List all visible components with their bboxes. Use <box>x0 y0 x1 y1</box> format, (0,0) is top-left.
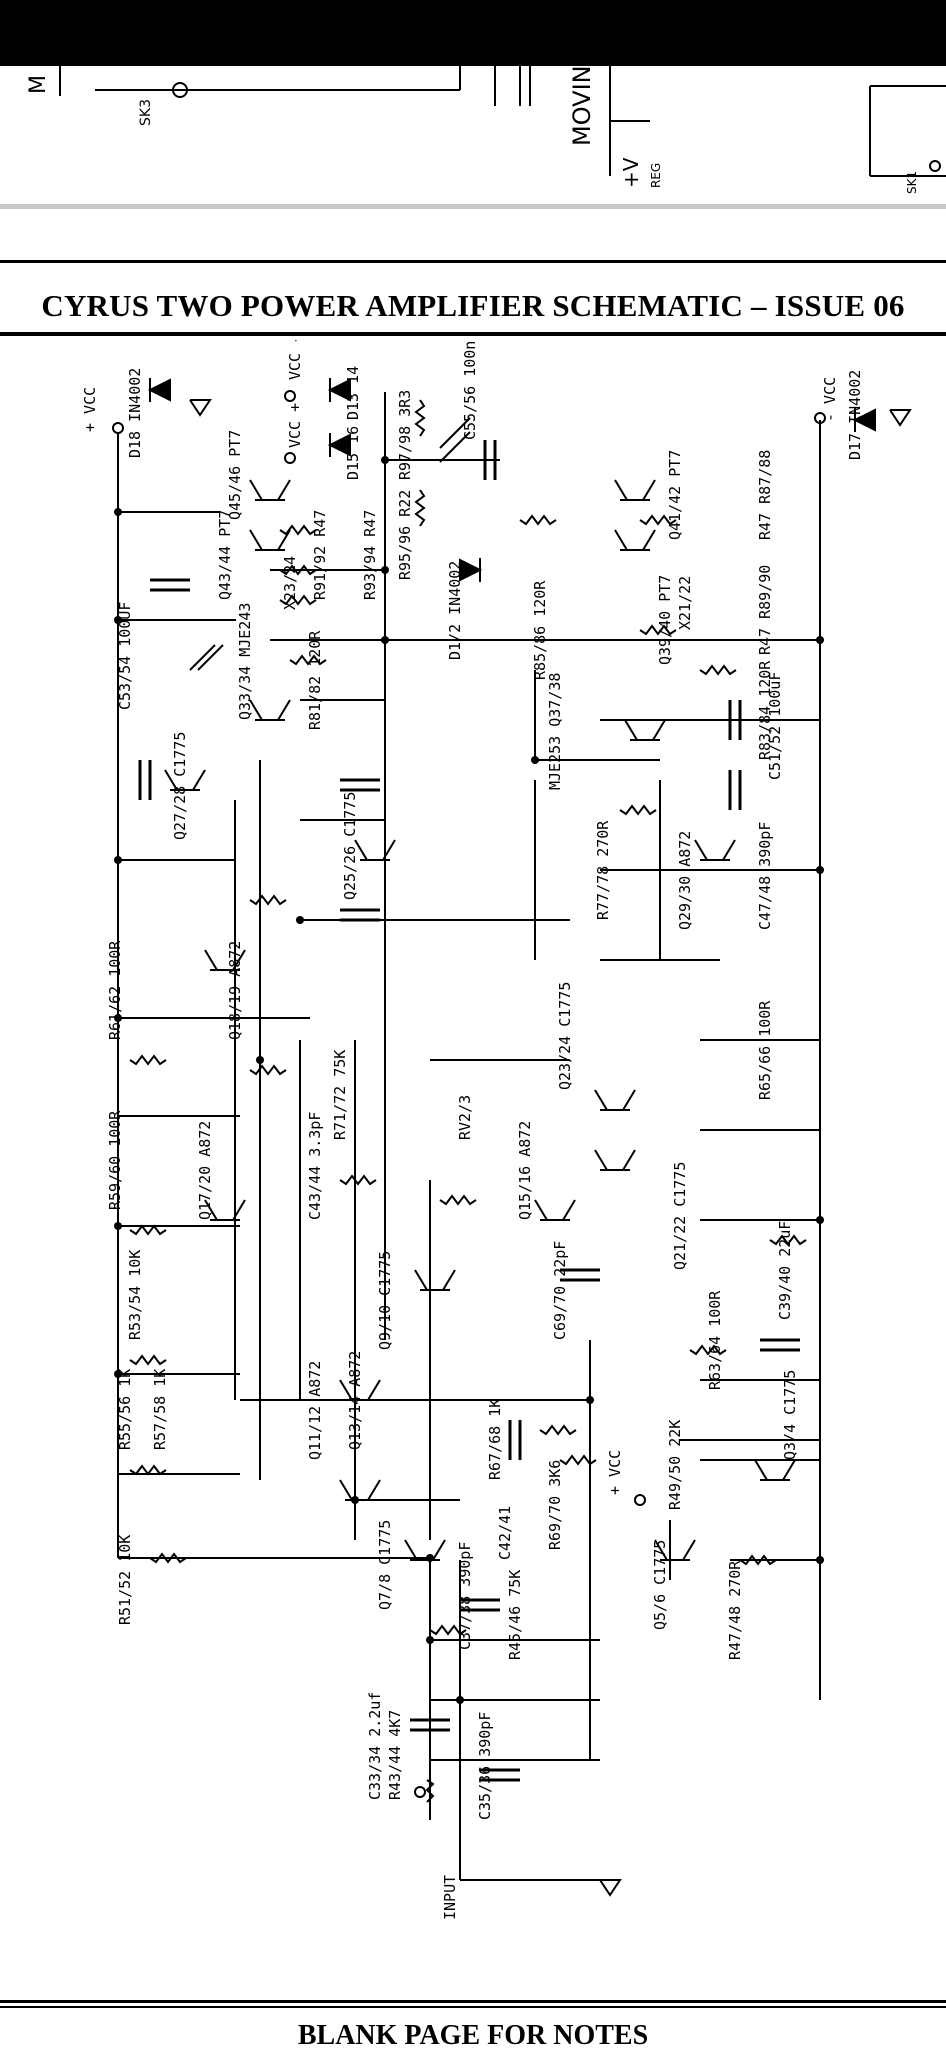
prev-label-reg: REG <box>649 163 663 188</box>
transistor-q3-4: Q3/4 C1775 <box>781 1370 799 1460</box>
capacitor-c55-56: C55/56 100nF <box>461 340 479 440</box>
resistor-r87-88: R47 R87/88 <box>756 450 774 540</box>
resistor-r57-58: R57/58 1K <box>151 1369 169 1450</box>
resistor-r71-72: R71/72 75K <box>331 1050 349 1140</box>
resistor-r95-96: R95/96 R22 <box>396 490 414 580</box>
capacitor-c39-40: C39/40 22uF <box>776 1221 794 1320</box>
resistor-r55-56: R55/56 1K <box>116 1369 134 1450</box>
transistor-q9-10: Q9/10 C1775 <box>376 1251 394 1350</box>
capacitor-c35-36: C35/36 390pF <box>476 1712 494 1820</box>
capacitor-c51-52: C51/52 100uF <box>766 672 784 780</box>
title-bottom-rule <box>0 332 946 336</box>
transistor-q18-19: Q18/19 A872 <box>226 941 244 1040</box>
diode-d1-2: D1/2 IN4002 <box>446 561 464 660</box>
capacitor-c69-70: C69/70 22pF <box>551 1241 569 1340</box>
resistor-rv2-3: RV2/3 <box>456 1095 474 1140</box>
resistor-r77-78: R77/78 270R <box>594 820 612 920</box>
resistor-r61-62: R61/62 100R <box>106 940 124 1040</box>
page-title: CYRUS TWO POWER AMPLIFIER SCHEMATIC – IS… <box>41 288 905 323</box>
resistor-r83-84: R83/84 120R <box>756 660 774 760</box>
transistor-q29-30: Q29/30 A872 <box>676 831 694 930</box>
prev-label-vreg: +V <box>619 157 643 188</box>
capacitor-c53-54: C53/54 100UF <box>116 602 134 710</box>
capacitor-c47-48: C47/48 390pF <box>756 822 774 930</box>
transistor-q17-20: Q17/20 A872 <box>196 1121 214 1220</box>
transistor-q21-22: Q21/22 C1775 <box>671 1162 689 1270</box>
input-label: INPUT <box>441 1875 459 1920</box>
prev-label-m: M <box>26 75 51 94</box>
resistor-symbols <box>129 399 807 1803</box>
transistor-q15-16: Q15/16 A872 <box>516 1121 534 1220</box>
resistor-x23-24: X23/24 <box>281 556 299 610</box>
diode-d18: D18 IN4002 <box>126 368 144 458</box>
transistor-q45-46: Q45/46 PT7 <box>226 430 244 520</box>
transistor-q23-24: Q23/24 C1775 <box>556 982 574 1090</box>
capacitor-c43-44: C43/44 3.3pF <box>306 1112 324 1220</box>
resistor-r49-50: R49/50 22K <box>666 1420 684 1510</box>
prev-label-movin: MOVIN <box>568 66 596 146</box>
schematic-labels: + VCC - VCC VCC - VCC + + VCC D18 IN4002… <box>81 340 864 1920</box>
transistor-q11-12: Q11/12 A872 <box>306 1361 324 1460</box>
diode-d15: D15 16 <box>344 426 362 480</box>
previous-page-fragment: M SK3 MOVIN +V REG SK1 <box>0 66 946 208</box>
resistor-r97-98: R97/98 3R3 <box>396 390 414 480</box>
capacitor-symbols <box>138 440 800 1782</box>
transistor-q5-6: Q5/6 C1775 <box>651 1540 669 1630</box>
diode-d13: D13 14 <box>344 366 362 420</box>
resistor-x21-22: X21/22 <box>676 576 694 630</box>
prev-label-sk3: SK3 <box>138 99 154 126</box>
transistor-q27-28: Q27/28 C1775 <box>171 732 189 840</box>
amplifier-schematic: + VCC - VCC VCC - VCC + + VCC D18 IN4002… <box>81 340 912 1920</box>
diode-d17: D17 IN4002 <box>846 370 864 460</box>
diode-symbols <box>147 378 876 582</box>
transistor-q13-14: Q13/14 A872 <box>346 1351 364 1450</box>
capacitor-c42-41: C42/41 <box>496 1506 514 1560</box>
resistor-r93-94: R93/94 R47 <box>361 510 379 600</box>
transistor-q43-44: Q43/44 PT7 <box>216 510 234 600</box>
page-separator <box>0 204 946 209</box>
label-neg-vcc: - VCC <box>821 377 839 422</box>
transistor-symbols <box>164 479 796 1561</box>
resistor-r43-44: R43/44 4K7 <box>386 1710 404 1800</box>
label-vcc-minus: VCC - <box>286 340 304 380</box>
title-top-rule <box>0 260 946 263</box>
resistor-r81-82: R81/82 120R <box>306 630 324 730</box>
resistor-r89-90: R47 R89/90 <box>756 565 774 655</box>
top-black-bar <box>0 0 946 66</box>
footer-top-rule-2 <box>0 2006 946 2008</box>
footer-top-rule <box>0 2000 946 2003</box>
label-vcc-plus: VCC + <box>286 403 304 448</box>
resistor-r65-66: R65/66 100R <box>756 1000 774 1100</box>
capacitor-c37-38: C37/38 390pF <box>456 1542 474 1650</box>
resistor-r85-86: R85/86 120R <box>531 580 549 680</box>
resistor-r59-60: R59/60 100R <box>106 1110 124 1210</box>
transistor-q39-40: Q39/40 PT7 <box>656 575 674 665</box>
resistor-r47-48: R47/48 270R <box>726 1560 744 1660</box>
transistor-q25-26: Q25/26 C1775 <box>341 792 359 900</box>
transistor-q37-38: MJE253 Q37/38 <box>546 673 564 790</box>
transistor-q33-34: Q33/34 MJE243 <box>236 603 254 720</box>
ground-and-terminal-symbols <box>112 390 912 1897</box>
previous-schematic-fragment: M SK3 MOVIN +V REG SK1 <box>26 66 946 194</box>
label-pos-vcc: + VCC <box>81 387 99 432</box>
transistor-q41-42: Q41/42 PT7 <box>666 450 684 540</box>
resistor-r51-52: R51/52 10K <box>116 1535 134 1625</box>
label-vcc-input: + VCC <box>606 1450 624 1495</box>
resistor-r45-46: R45/46 75K <box>506 1570 524 1660</box>
capacitor-c33-34: C33/34 2.2uf <box>366 1692 384 1800</box>
resistor-r67-68: R67/68 1K <box>486 1399 504 1480</box>
footer-text: BLANK PAGE FOR NOTES <box>297 2020 649 2051</box>
transistor-q7-8: Q7/8 C1775 <box>376 1520 394 1610</box>
resistor-r63-64: R63/64 100R <box>706 1290 724 1390</box>
resistor-r53-54: R53/54 10K <box>126 1250 144 1340</box>
resistor-r91-92: R91/92 R47 <box>311 510 329 600</box>
prev-label-sk1: SK1 <box>905 171 919 194</box>
junction-dots <box>114 456 824 1704</box>
resistor-r69-70: R69/70 3K6 <box>546 1460 564 1550</box>
